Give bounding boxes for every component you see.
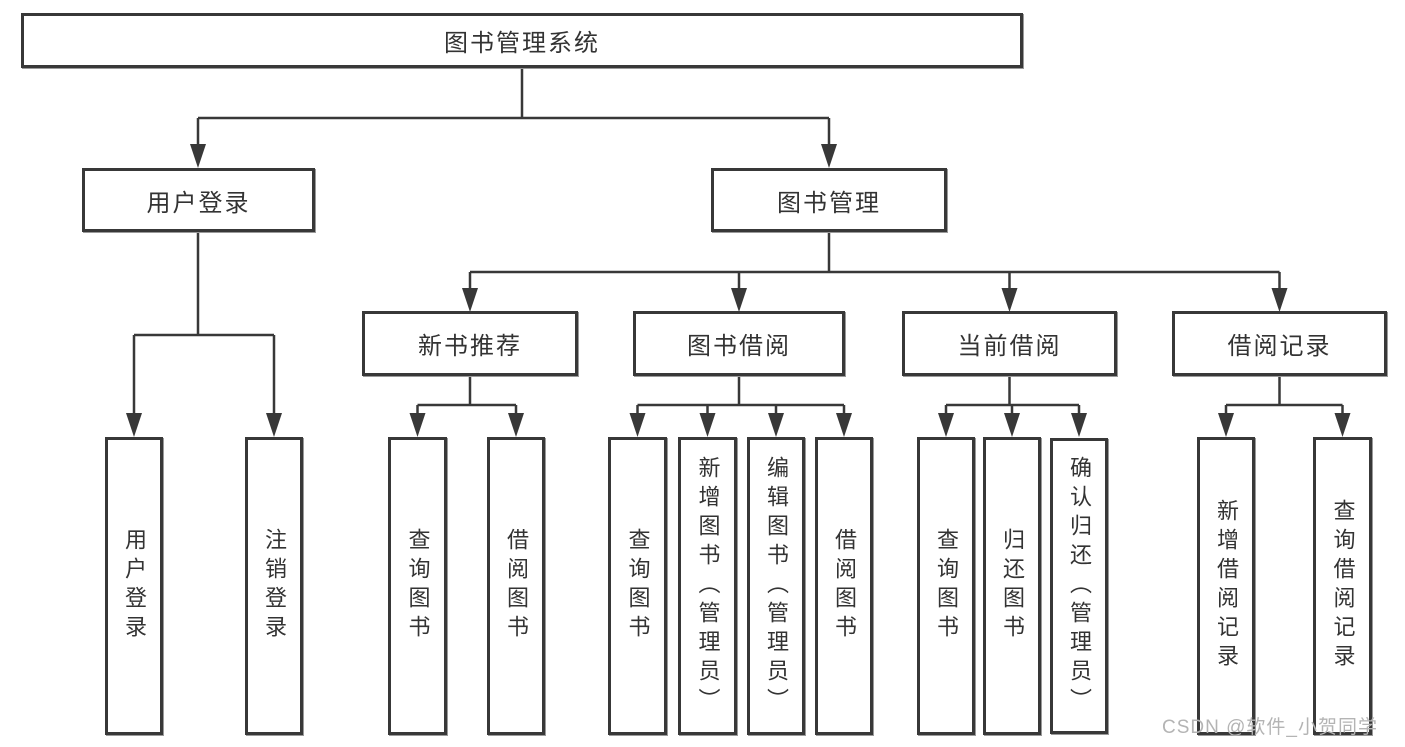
node-current-borrowing: 当前借阅: [902, 311, 1117, 376]
leaf-label: 查询借阅记录: [1330, 499, 1356, 673]
leaf-edit-books-admin: 编辑图书（管理员）: [747, 437, 805, 735]
node-user-login: 用户登录: [82, 168, 315, 232]
leaf-borrow-books-recommend: 借阅图书: [487, 437, 545, 735]
node-borrowing-records: 借阅记录: [1172, 311, 1387, 376]
leaf-return-books: 归还图书: [983, 437, 1041, 735]
leaf-query-books-recommend: 查询图书: [388, 437, 447, 735]
leaf-label: 查询图书: [934, 528, 959, 644]
leaf-label: 注销登录: [262, 528, 287, 644]
leaf-user-login: 用户登录: [105, 437, 163, 735]
leaf-label: 归还图书: [1000, 528, 1025, 644]
leaf-label: 查询图书: [405, 528, 431, 644]
leaf-label: 查询图书: [625, 528, 651, 644]
leaf-add-borrow-record: 新增借阅记录: [1197, 437, 1255, 735]
leaf-add-books-admin: 新增图书（管理员）: [678, 437, 737, 735]
leaf-confirm-return-admin: 确认归还（管理员）: [1050, 438, 1108, 734]
leaf-query-books-current: 查询图书: [917, 437, 975, 735]
leaf-label: 借阅图书: [832, 528, 857, 644]
node-library-management-system: 图书管理系统: [21, 13, 1023, 68]
leaf-label: 编辑图书（管理员）: [764, 455, 789, 717]
node-book-borrowing: 图书借阅: [633, 311, 845, 376]
leaf-label: 用户登录: [122, 528, 147, 644]
leaf-label: 新增图书（管理员）: [695, 455, 721, 717]
node-book-management: 图书管理: [711, 168, 947, 232]
leaf-borrow-books: 借阅图书: [815, 437, 873, 735]
leaf-query-books-borrow: 查询图书: [608, 437, 667, 735]
arrow-down-icon: [126, 144, 1351, 437]
leaf-label: 确认归还（管理员）: [1067, 455, 1092, 717]
leaf-label: 借阅图书: [504, 528, 529, 644]
node-new-book-recommendation: 新书推荐: [362, 311, 578, 376]
csdn-watermark: CSDN @软件_小贺同学: [1162, 717, 1378, 738]
leaf-query-borrow-record: 查询借阅记录: [1313, 437, 1372, 735]
leaf-logout: 注销登录: [245, 437, 303, 735]
leaf-label: 新增借阅记录: [1214, 499, 1239, 673]
